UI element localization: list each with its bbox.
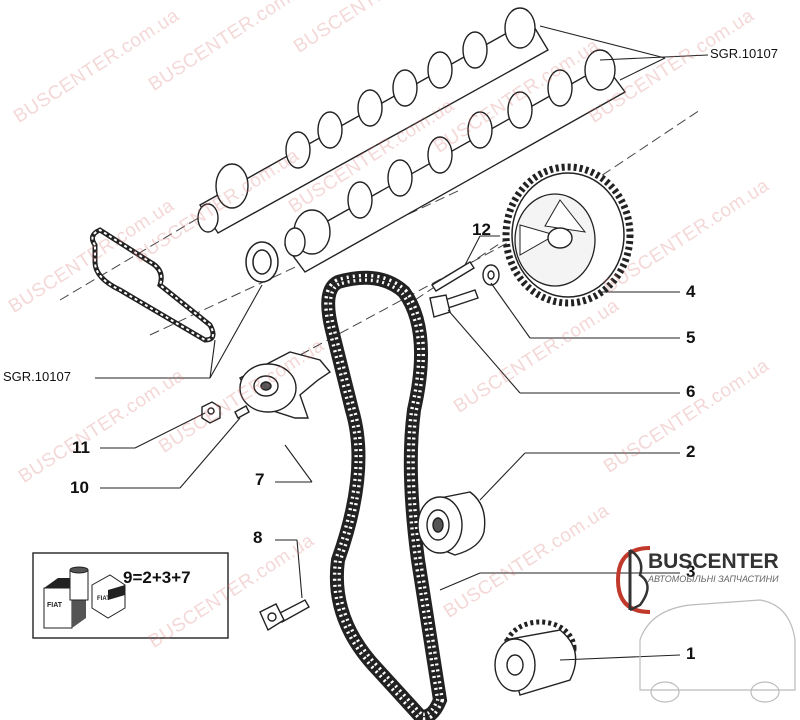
callout-2: 2 xyxy=(686,442,696,461)
camshaft-lower xyxy=(283,49,627,273)
stud xyxy=(431,261,475,292)
callout-6: 6 xyxy=(686,382,696,401)
camshaft-pulley xyxy=(502,163,634,307)
leader-lines xyxy=(95,25,709,661)
reference-label-top: SGR.10107 xyxy=(710,46,778,61)
callout-4: 4 xyxy=(686,282,696,301)
crankshaft-gear xyxy=(494,619,577,696)
callout-7: 7 xyxy=(255,470,265,489)
callout-1: 1 xyxy=(686,644,696,663)
kit-box xyxy=(32,552,229,639)
bolt xyxy=(429,289,479,318)
bolt-8 xyxy=(259,599,310,632)
callout-10: 10 xyxy=(70,478,89,497)
timing-belt xyxy=(321,270,448,720)
callout-8: 8 xyxy=(253,528,263,547)
washer xyxy=(482,264,500,286)
brand-name: BUSCENTER xyxy=(648,550,779,573)
kit-small-label: FIAT xyxy=(97,596,110,602)
nut xyxy=(201,401,221,424)
van-silhouette xyxy=(639,599,796,703)
reference-label-left: SGR.10107 xyxy=(3,369,71,384)
kit-formula: 9=2+3+7 xyxy=(123,568,191,587)
callout-3: 3 xyxy=(686,562,696,581)
idler-pulley xyxy=(417,491,486,556)
brand-logo xyxy=(615,546,651,614)
camshaft-upper xyxy=(197,7,549,234)
callout-11: 11 xyxy=(72,438,90,457)
tensioner xyxy=(239,351,332,419)
timing-chain xyxy=(89,227,216,343)
kit-box-label: FIAT xyxy=(47,602,63,609)
callout-5: 5 xyxy=(686,328,696,347)
pin xyxy=(234,405,250,419)
callout-12: 12 xyxy=(472,220,491,239)
brand-tagline: АВТОМОБІЛЬНІ ЗАПЧАСТИНИ xyxy=(648,574,779,584)
seal-ring xyxy=(245,241,279,283)
